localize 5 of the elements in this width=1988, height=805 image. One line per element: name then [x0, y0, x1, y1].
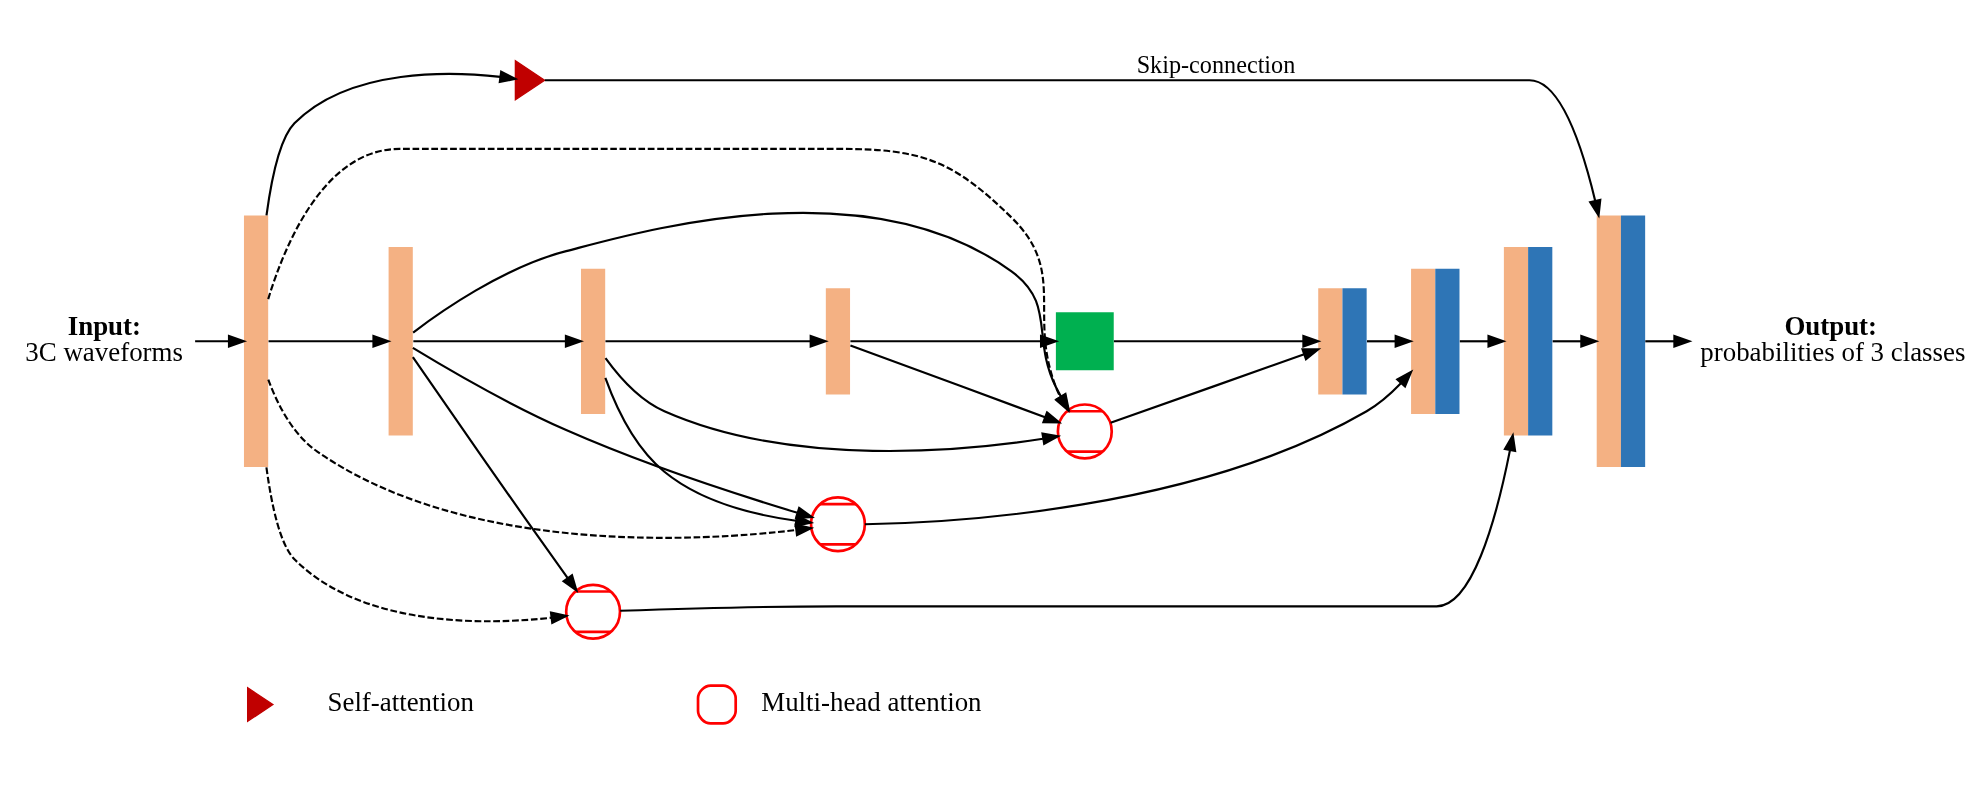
node-text: Output: probabilities of 3 classes [1700, 310, 1966, 368]
node-text: Input: 3C waveforms [25, 310, 183, 368]
edge-label: Skip-connection [1136, 50, 1296, 78]
legend-label: Multi-head attention [761, 687, 982, 718]
legend-label: Self-attention [327, 687, 474, 718]
